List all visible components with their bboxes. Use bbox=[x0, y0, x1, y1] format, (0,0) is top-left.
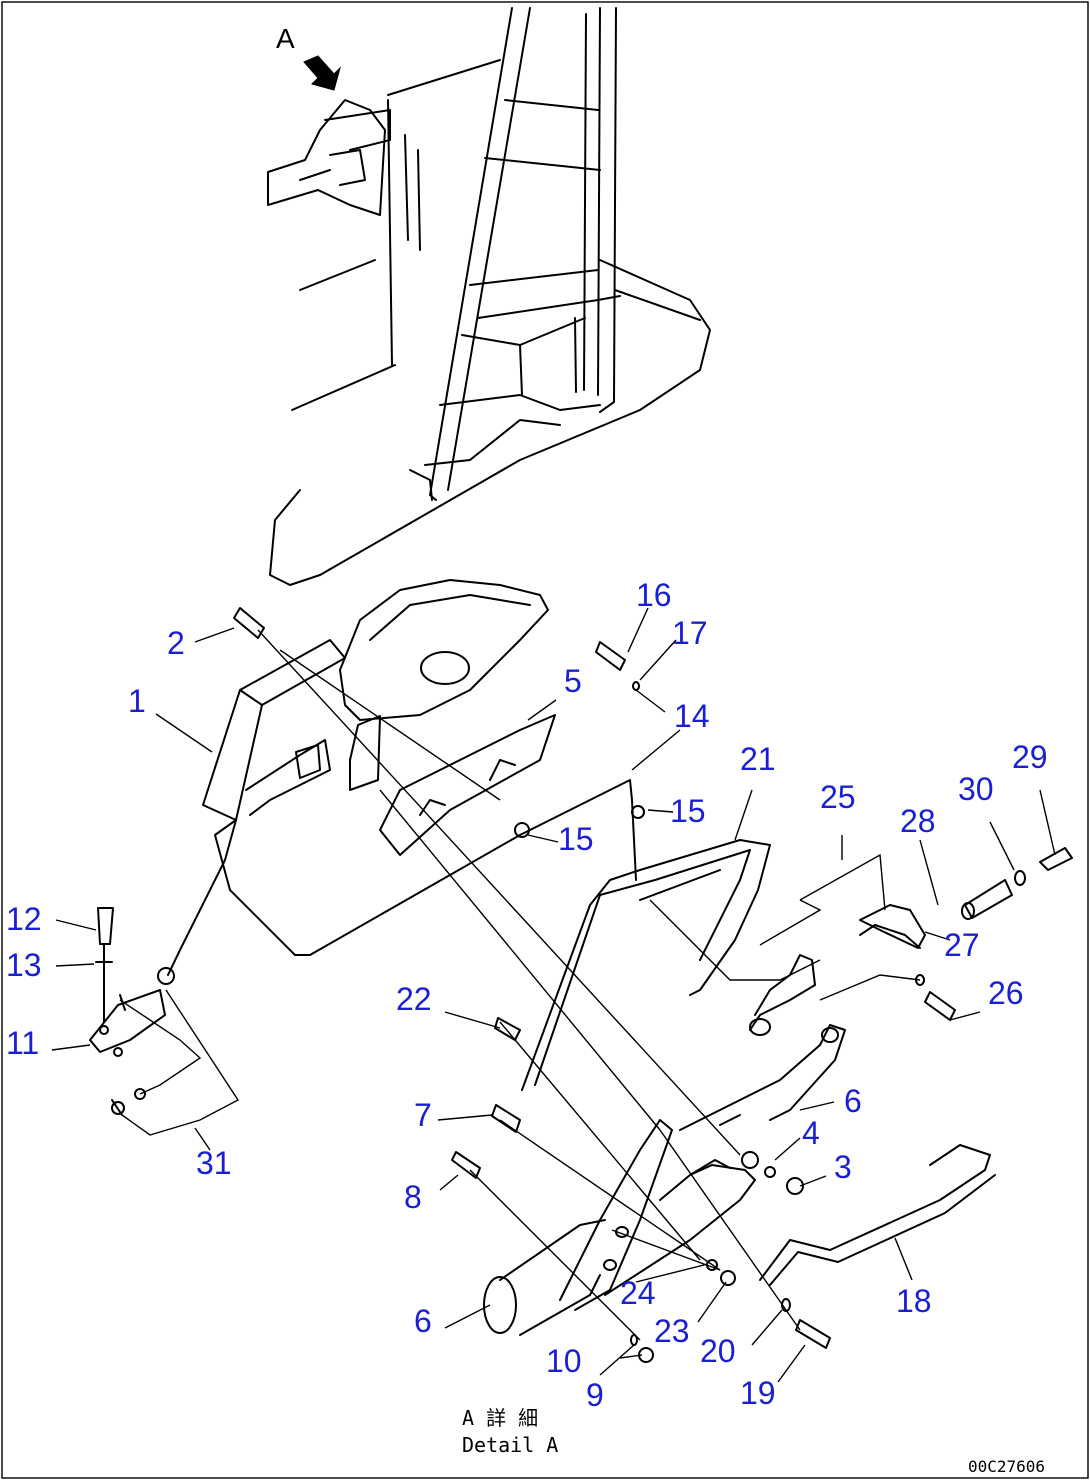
callout-14: 14 bbox=[674, 698, 710, 734]
callout-20: 20 bbox=[700, 1333, 736, 1369]
ladder-assembly-drawing bbox=[267, 7, 711, 586]
callout-19: 19 bbox=[740, 1375, 776, 1411]
callout-1: 1 bbox=[128, 683, 146, 719]
callout-31: 31 bbox=[196, 1145, 232, 1181]
callout-21: 21 bbox=[740, 741, 776, 777]
callout-11: 11 bbox=[6, 1025, 39, 1061]
view-arrow-icon bbox=[303, 55, 341, 91]
callout-15-lower: 15 bbox=[558, 821, 594, 857]
callout-27: 27 bbox=[944, 927, 980, 963]
view-arrow-a: A bbox=[276, 23, 341, 91]
callout-24: 24 bbox=[620, 1275, 656, 1311]
callout-29: 29 bbox=[1012, 739, 1048, 775]
callout-2: 2 bbox=[167, 625, 185, 661]
assembly-guide-lines bbox=[119, 629, 921, 1341]
callout-5: 5 bbox=[564, 663, 582, 699]
leader-lines bbox=[51, 607, 1056, 1383]
view-marker-label: A bbox=[276, 23, 295, 54]
caption-japanese: A 詳 細 bbox=[462, 1406, 538, 1430]
callout-13: 13 bbox=[6, 947, 42, 983]
callout-4: 4 bbox=[802, 1115, 820, 1151]
callout-28: 28 bbox=[900, 803, 936, 839]
callout-18: 18 bbox=[896, 1283, 932, 1319]
callout-10: 10 bbox=[546, 1343, 582, 1379]
drawing-code: 00C27606 bbox=[968, 1457, 1045, 1476]
callout-12: 12 bbox=[6, 901, 42, 937]
callout-25: 25 bbox=[820, 779, 856, 815]
callout-7: 7 bbox=[414, 1097, 432, 1133]
detail-caption: A 詳 細 Detail A bbox=[462, 1406, 558, 1457]
callout-9: 9 bbox=[586, 1377, 604, 1413]
callout-26: 26 bbox=[988, 975, 1024, 1011]
callout-6-lower: 6 bbox=[414, 1303, 432, 1339]
callout-30: 30 bbox=[958, 771, 994, 807]
callout-3: 3 bbox=[834, 1149, 852, 1185]
callout-8: 8 bbox=[404, 1179, 422, 1215]
callout-22: 22 bbox=[396, 981, 432, 1017]
callout-6-upper: 6 bbox=[844, 1083, 862, 1119]
callout-23: 23 bbox=[654, 1313, 690, 1349]
callout-16: 16 bbox=[636, 577, 672, 613]
caption-english: Detail A bbox=[462, 1433, 558, 1457]
callout-17: 17 bbox=[672, 615, 708, 651]
callout-15-upper: 15 bbox=[670, 793, 706, 829]
callout-labels: 2 1 5 16 17 14 15 15 21 25 28 30 29 27 2… bbox=[6, 577, 1048, 1413]
